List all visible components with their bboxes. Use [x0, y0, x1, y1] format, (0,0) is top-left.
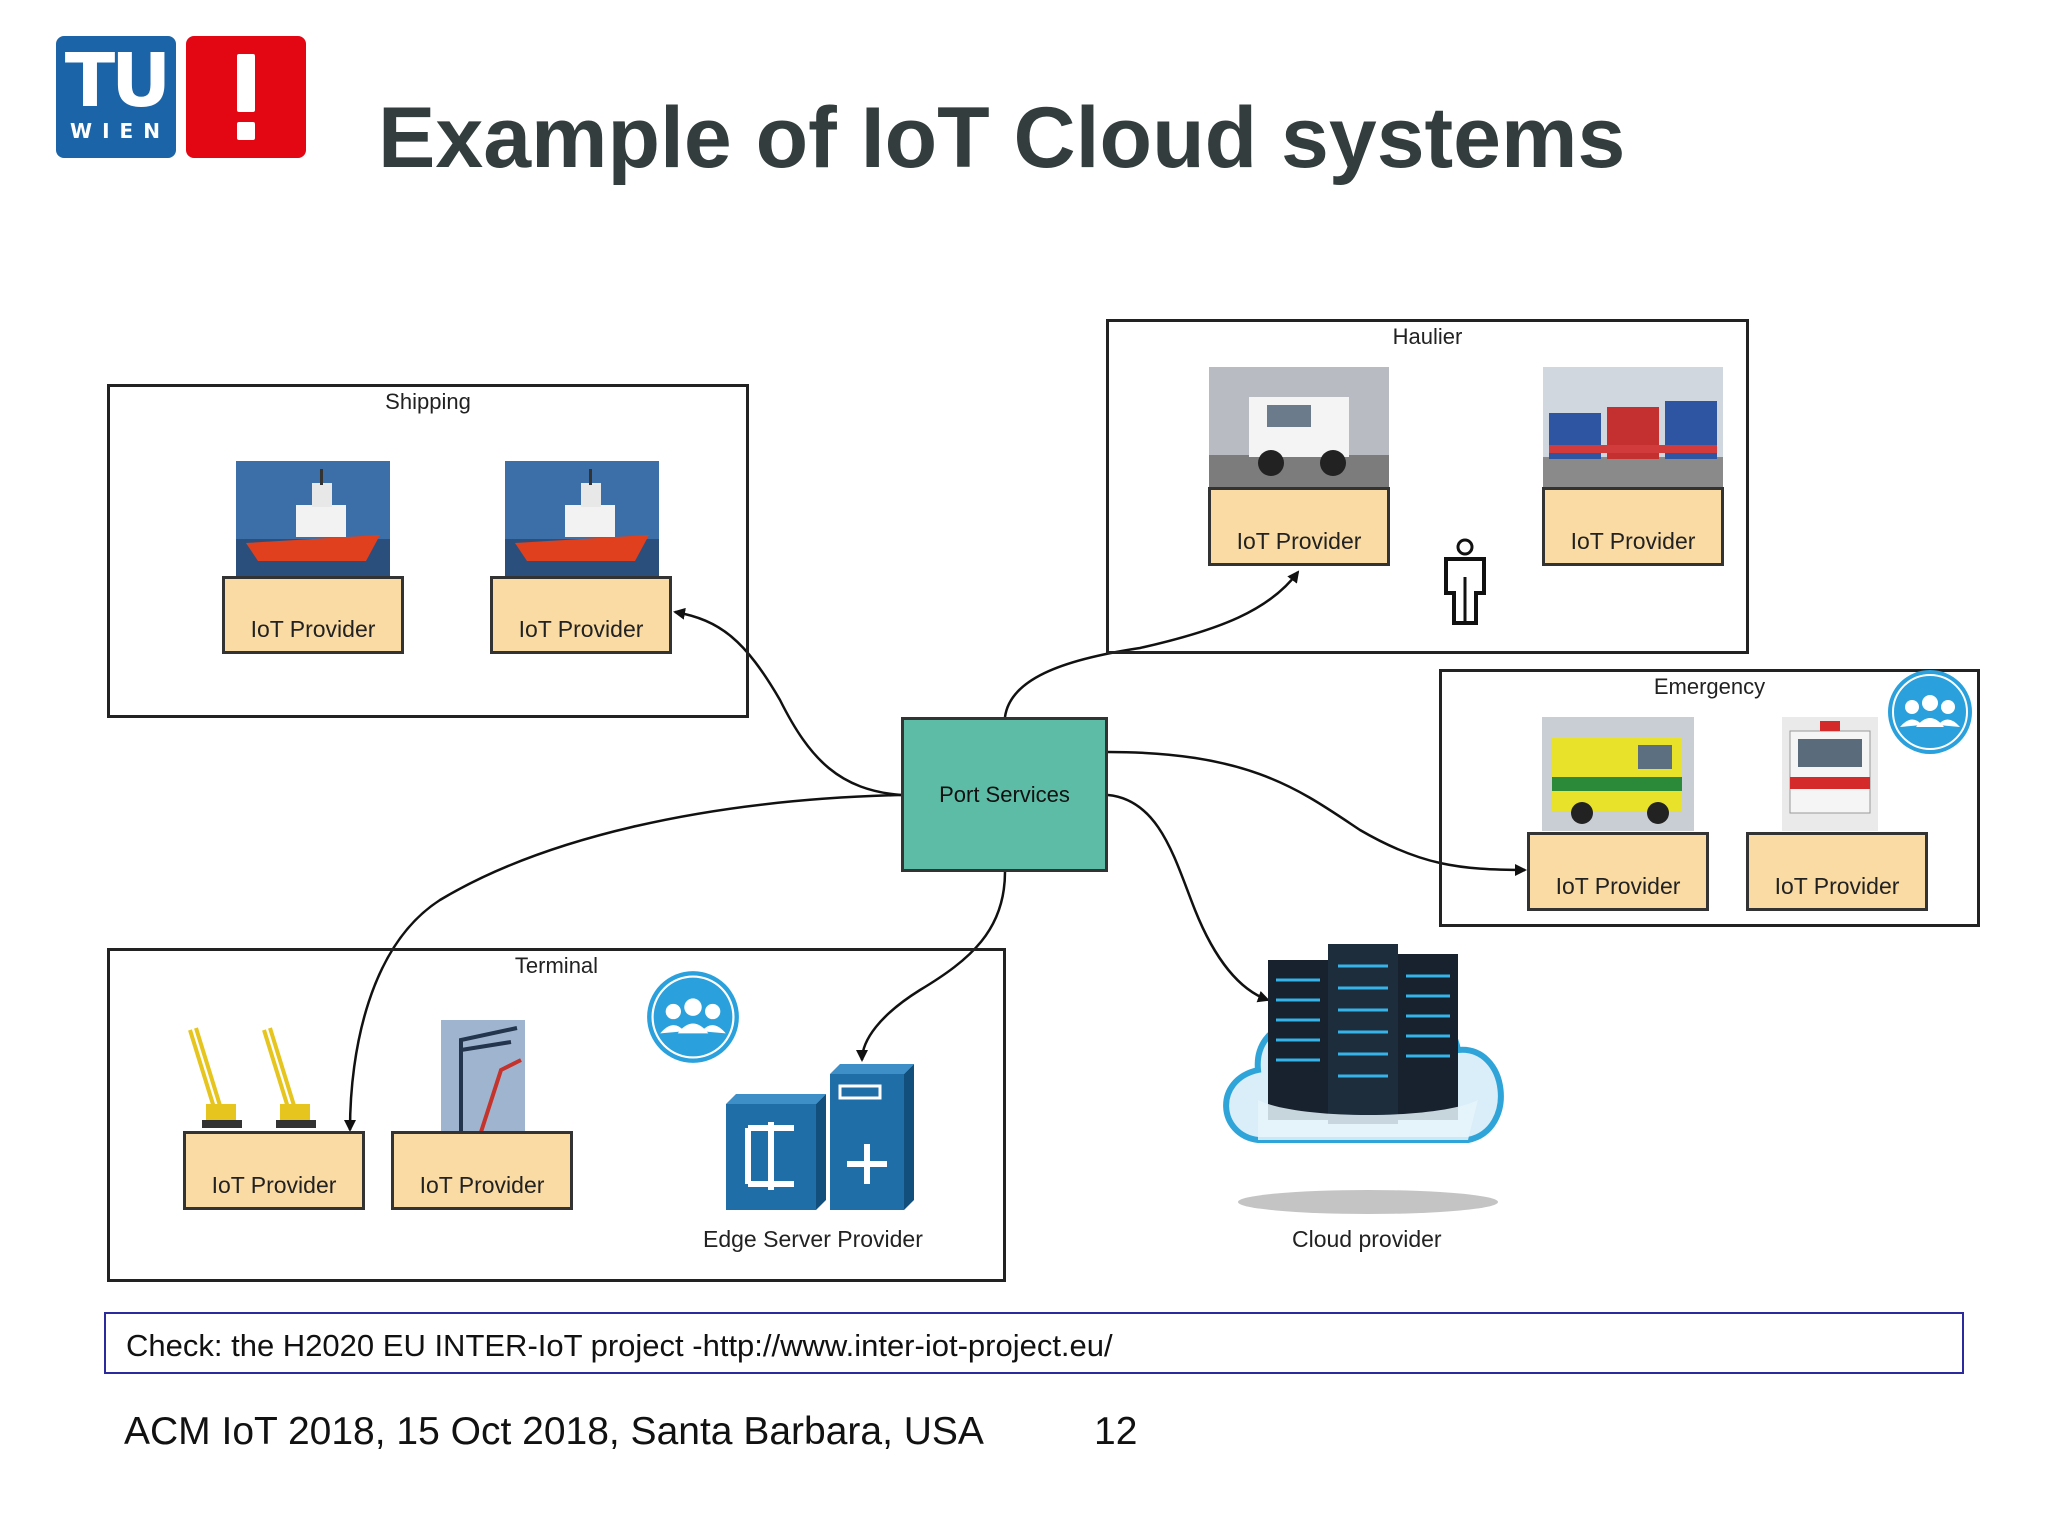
cloud-provider-caption: Cloud provider — [1292, 1226, 1442, 1252]
logo-exclamation-block — [186, 36, 306, 158]
logo-wien-text: WIEN — [70, 119, 170, 143]
edge-port-to-cloud — [1107, 793, 1270, 1003]
truck-image — [1209, 367, 1389, 489]
reference-note-text: Check: the H2020 EU INTER-IoT project -h… — [126, 1328, 1113, 1363]
people-group-icon — [1888, 670, 1972, 754]
person-icon — [1444, 538, 1486, 625]
page-title: Example of IoT Cloud systems — [378, 90, 1626, 186]
page-number: 12 — [1094, 1410, 1138, 1453]
exclamation-dot — [237, 122, 255, 140]
group-label-terminal: Terminal — [514, 953, 599, 978]
edge-server-caption: Edge Server Provider — [703, 1226, 923, 1252]
iot-provider-box: IoT Provider — [183, 1131, 365, 1210]
group-label-haulier: Haulier — [1392, 324, 1463, 349]
port-services-node: Port Services — [901, 717, 1108, 872]
iot-provider-box: IoT Provider — [391, 1131, 573, 1210]
iot-provider-box: IoT Provider — [1542, 487, 1724, 566]
logo-tu-block: TU WIEN — [56, 36, 176, 158]
group-emergency: Emergency — [1439, 669, 1980, 927]
edge-server-icon — [726, 1064, 914, 1210]
ambulance-image — [1542, 717, 1694, 831]
logo-tu-text: TU — [64, 38, 172, 124]
cloud-server-icon — [1223, 944, 1504, 1214]
ship-image — [505, 461, 659, 577]
iot-provider-box: IoT Provider — [1746, 832, 1928, 911]
crane-image — [188, 1027, 316, 1128]
edge-port-to-shipping — [673, 607, 902, 797]
edge-port-to-emergency — [1107, 750, 1527, 876]
group-terminal: Terminal — [107, 948, 1006, 1282]
footer-conference: ACM IoT 2018, 15 Oct 2018, Santa Barbara… — [124, 1410, 984, 1453]
people-group-icon — [647, 971, 739, 1063]
crane-image — [441, 1020, 525, 1132]
group-shipping: Shipping — [107, 384, 749, 718]
truck-fleet-image — [1543, 367, 1723, 489]
edge-port-to-terminal — [344, 793, 902, 1132]
exclamation-icon — [237, 54, 255, 112]
group-label-shipping: Shipping — [385, 389, 471, 414]
tu-wien-logo: TU WIEN — [56, 36, 306, 158]
iot-provider-box: IoT Provider — [1527, 832, 1709, 911]
iot-provider-box: IoT Provider — [490, 576, 672, 654]
ship-image — [236, 461, 390, 577]
group-haulier: Haulier — [1106, 319, 1749, 654]
group-label-emergency: Emergency — [1653, 674, 1766, 699]
edge-port-to-haulier — [1003, 570, 1300, 718]
reference-note-box: Check: the H2020 EU INTER-IoT project -h… — [104, 1312, 1964, 1374]
ambulance-image — [1782, 717, 1878, 831]
iot-provider-box: IoT Provider — [1208, 487, 1390, 566]
iot-provider-box: IoT Provider — [222, 576, 404, 654]
edge-port-to-edge — [856, 871, 1007, 1062]
